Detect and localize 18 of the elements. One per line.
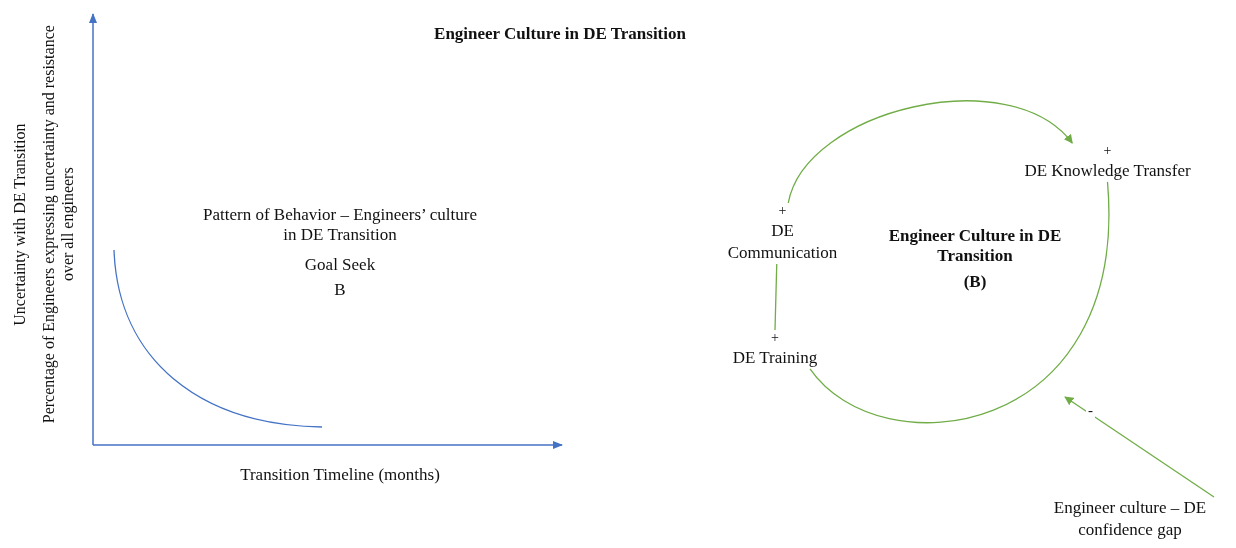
text-label: Pattern of Behavior – Engineers’ culture in DE Transition: [202, 205, 478, 246]
axis-label: Uncertainty with DE Transition: [10, 122, 30, 328]
loop-label: (B): [962, 272, 988, 293]
text-label: Transition Timeline (months): [239, 465, 441, 486]
polarity-sign: +: [771, 330, 779, 347]
polarity-sign: +: [778, 203, 787, 220]
variable-label: DE Communication: [726, 219, 839, 264]
axis-label: Percentage of Engineers expressing uncertainty and resistance over all engineers: [38, 24, 78, 426]
variable-label: Engineer culture – DE confidence gap: [1052, 497, 1208, 542]
arrow: [1064, 396, 1215, 498]
diagram-title: Engineer Culture in DE Transition: [433, 24, 687, 44]
polarity-sign: +: [1103, 143, 1112, 160]
arrow: [787, 100, 1073, 204]
variable-label: DE Training: [732, 346, 818, 369]
text-label: B: [333, 280, 347, 301]
variable-label: DE Knowledge Transfer: [1024, 159, 1191, 182]
text-label: Goal Seek: [303, 255, 377, 276]
loop-label: Engineer Culture in DE Transition: [887, 226, 1063, 267]
